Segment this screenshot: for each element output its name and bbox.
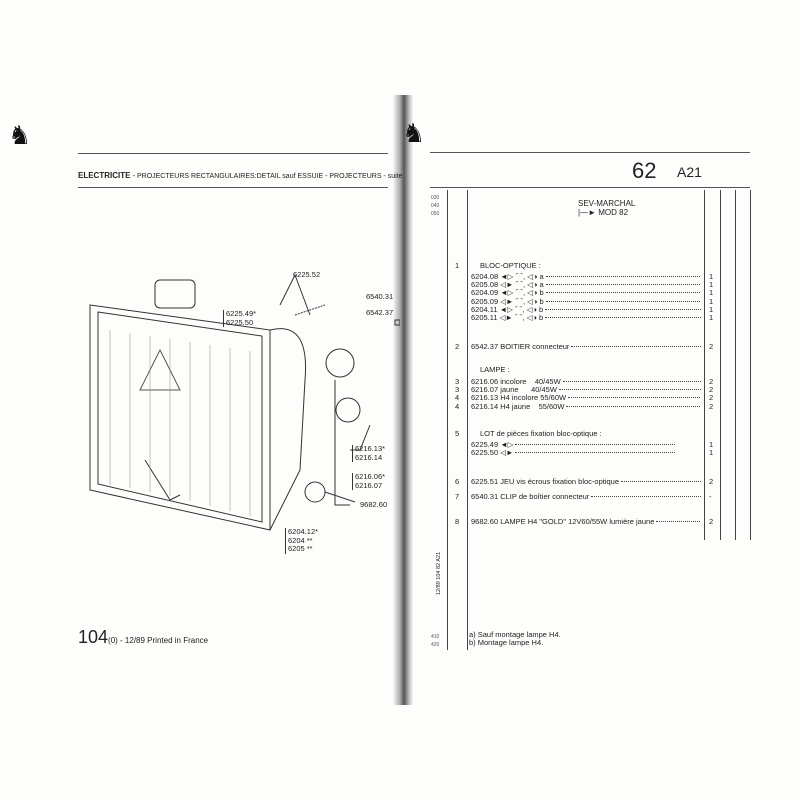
part-description: ◁► ⌒, ◁◑ b xyxy=(500,297,544,306)
part-ref: 9682.60 xyxy=(471,518,499,526)
item-number: 4 xyxy=(455,401,460,411)
footer-page: 104(0) - 12/89 Printed in France xyxy=(78,627,209,647)
part-description: ◁► xyxy=(500,449,514,458)
part-description: JEU vis écrous fixation bloc-optique xyxy=(500,478,620,486)
part-description: ◁► ⌒, ◁◑ a xyxy=(500,281,544,290)
part-description: LAMPE H4 "GOLD" 12V60/55W lumière jaune xyxy=(500,518,655,526)
part-ref: 6225.51 xyxy=(471,478,499,486)
quantity: 1 xyxy=(709,304,714,314)
quantity: 1 xyxy=(709,288,714,298)
quantity: 2 xyxy=(709,517,714,526)
supplier: SEV-MARCHAL xyxy=(578,199,636,208)
part-ref: 6225.50 xyxy=(471,449,499,458)
callout-6216-13-14: 6216.13*6216.14 xyxy=(352,444,385,462)
item-number: 2 xyxy=(455,342,460,351)
part-ref: 6225.49 xyxy=(471,441,499,449)
callout-6204-6205: 6204.12*6204 **6205 ** xyxy=(285,527,318,554)
part-ref: 6216.07 xyxy=(471,386,499,395)
lion-logo-left: ♞ xyxy=(8,120,32,150)
item-number: 7 xyxy=(455,492,460,501)
quantity: 2 xyxy=(709,477,714,486)
part-description: BOITIER connecteur xyxy=(500,343,570,351)
quantity: 2 xyxy=(709,401,714,411)
part-ref: 6216.06 xyxy=(471,378,499,386)
part-ref: 6205.09 xyxy=(471,297,499,306)
part-description: H4 incolore 55/60W xyxy=(500,394,567,403)
item-number: 1 xyxy=(455,261,460,270)
quantity: 1 xyxy=(709,440,714,449)
part-description: ◄▷ ⌒, ◁◑ a xyxy=(500,273,544,281)
part-description: ◁► ⌒, ◁◑ b xyxy=(499,314,544,322)
quantity: 1 xyxy=(709,313,714,322)
item-number: 8 xyxy=(455,517,460,526)
page-number: 62 xyxy=(632,158,657,183)
part-description: H4 jaune 55/60W xyxy=(500,402,565,411)
part-description: ◄▷ ⌒, ◁◑ b xyxy=(500,289,544,298)
callout-6540-31: 6540.31 xyxy=(366,292,394,301)
quantity: - xyxy=(709,492,712,501)
group-heading: LOT de pièces fixation bloc-optique : xyxy=(480,429,602,438)
book-gutter xyxy=(393,95,413,705)
part-description: incolore 40/45W xyxy=(500,378,561,386)
item-number: 5 xyxy=(455,429,460,438)
part-ref: 6204.11 xyxy=(471,305,498,314)
quantity: 2 xyxy=(709,385,714,395)
headlamp-exploded-diagram xyxy=(89,274,400,531)
part-ref: 6205.08 xyxy=(471,281,499,290)
quantity: 1 xyxy=(709,448,714,458)
side-code: 12/89 104 82 A21 xyxy=(436,551,442,595)
item-number: 4 xyxy=(455,393,460,403)
part-ref: 6205.11 xyxy=(471,314,498,322)
part-description: jaune 40/45W xyxy=(500,386,557,395)
group-heading: BLOC-OPTIQUE : xyxy=(480,261,541,270)
quantity: 1 xyxy=(709,272,714,281)
callout-9682-60: 9682.60 xyxy=(360,500,388,509)
part-ref: 6540.31 xyxy=(471,493,499,501)
model-code: A21 xyxy=(677,164,702,180)
header-title: ELECTRICITE - PROJECTEURS RECTANGULAIRES… xyxy=(78,171,403,180)
item-number: 3 xyxy=(455,377,460,386)
part-description: ◄▷ ⌒, ◁◑ b xyxy=(499,305,544,314)
callout-6542-37: 6542.37 xyxy=(366,308,394,317)
part-ref: 6204.08 xyxy=(471,273,499,281)
callout-6216-06-07: 6216.06*6216.07 xyxy=(352,472,385,490)
quantity: 2 xyxy=(709,342,714,351)
part-description: ◄▷ xyxy=(500,441,514,449)
quantity: 2 xyxy=(709,393,714,403)
callout-6225-49-50: 6225.49*6225.50 xyxy=(223,309,256,327)
quantity: 1 xyxy=(709,280,714,290)
part-ref: 6216.13 xyxy=(471,394,499,403)
lion-logo-right: ♞ xyxy=(402,118,426,148)
part-ref: 6216.14 xyxy=(471,402,499,411)
notes: a) Sauf montage lampe H4.b) Montage lamp… xyxy=(469,630,561,647)
callout-6225-52: 6225.52 xyxy=(293,270,321,279)
item-number: 6 xyxy=(455,477,460,486)
item-number: 3 xyxy=(455,385,460,395)
part-ref: 6204.09 xyxy=(471,289,499,298)
quantity: 1 xyxy=(709,296,714,306)
part-ref: 6542.37 xyxy=(471,343,499,351)
quantity: 2 xyxy=(709,377,714,386)
mod-range: |—► MOD 82 xyxy=(578,208,629,217)
group-heading: LAMPE : xyxy=(480,365,510,374)
part-description: CLIP de boîtier connecteur xyxy=(500,493,590,501)
